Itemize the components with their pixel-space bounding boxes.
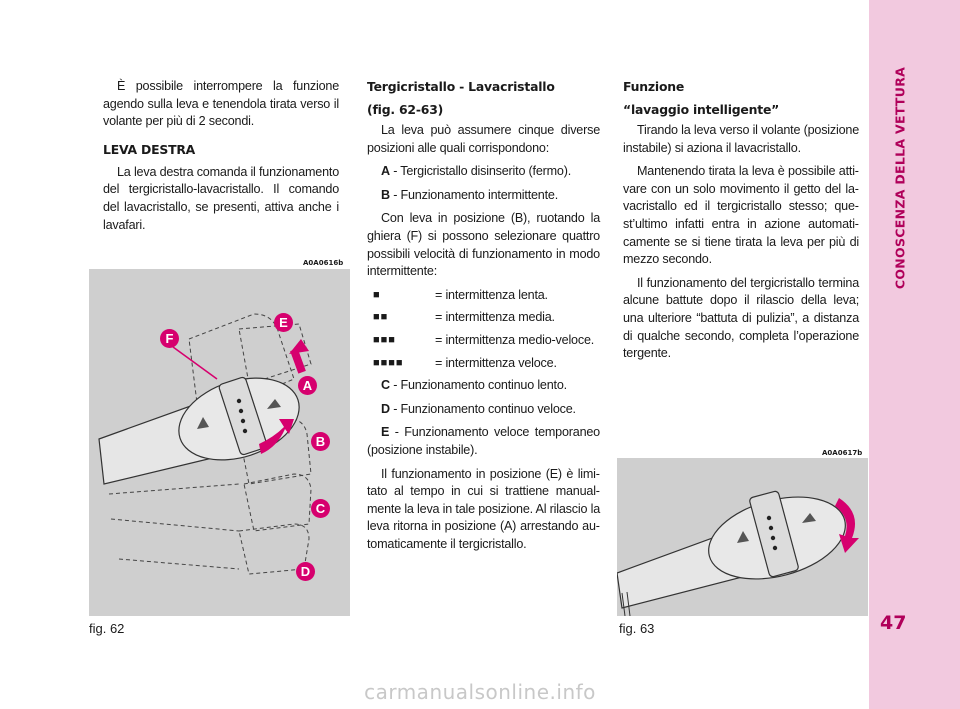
figure-code: A0A0617b [822,449,863,457]
column-2: Tergicristallo - Lavacristallo (fig. 62-… [367,78,600,559]
sidebar-title: CONOSCENZA DELLA VETTURA [892,66,908,290]
label-c: C [311,499,330,518]
position-a: A - Tergicristallo disinserito (fermo). [381,164,572,179]
speed-row: ■= intermittenza lenta. [373,287,548,302]
position-e: E - Funzionamento veloce temporaneo (pos… [367,425,600,457]
speed-row: ■■■■= intermittenza veloce. [373,355,557,370]
label-a: A [298,376,317,395]
label-b: B [311,432,330,451]
paragraph: La leva può assumere cinque diverse po­s… [367,123,600,155]
paragraph: Il funzionamento in posizione (E) è limi… [367,466,600,551]
figure-63 [616,458,868,617]
speed-row: ■■■= intermittenza medio-veloce. [373,332,595,347]
position-b: B - Funzionamento intermittente. [381,187,559,202]
column-3: Funzione “lavaggio intelligente” Tirando… [623,78,859,369]
label-f: F [160,329,179,348]
figure-code: A0A0616b [303,259,344,267]
paragraph: Con leva in posizione (B), ruotando la g… [367,211,600,279]
label-e: E [274,313,293,332]
position-d: D - Funzionamento continuo veloce. [381,401,576,416]
page-number: 47 [880,612,907,634]
paragraph: Tirando la leva verso il volante (posizi… [623,123,859,155]
figure-caption: fig. 62 [89,621,125,636]
section-heading: “lavaggio intelligente” [623,102,780,117]
sidebar-band [869,0,960,709]
speed-row: ■■= intermittenza media. [373,310,555,325]
wiper-lever-detail-diagram [616,490,859,617]
column-1: È possibile interrompere la funzione age… [103,78,339,240]
watermark: carmanualsonline.info [364,680,596,704]
position-c: C - Funzionamento continuo lento. [381,378,567,393]
figure-caption: fig. 63 [619,621,655,636]
wiper-lever-diagram [98,313,312,575]
section-heading: LEVA DESTRA [103,141,196,157]
paragraph: Mantenendo tirata la leva è possibile at… [623,164,859,267]
section-heading-ref: (fig. 62-63) [367,102,444,117]
section-heading: Funzione [623,79,685,94]
figure-62: F E A B C D [89,269,350,616]
section-heading: Tergicristallo - Lavacristallo [367,79,555,94]
paragraph: La leva destra comanda il funzionamento … [103,164,339,232]
label-d: D [296,562,315,581]
paragraph: Il funzionamento del tergicristallo term… [623,275,859,361]
paragraph: È possibile interrompere la funzione age… [103,79,339,129]
